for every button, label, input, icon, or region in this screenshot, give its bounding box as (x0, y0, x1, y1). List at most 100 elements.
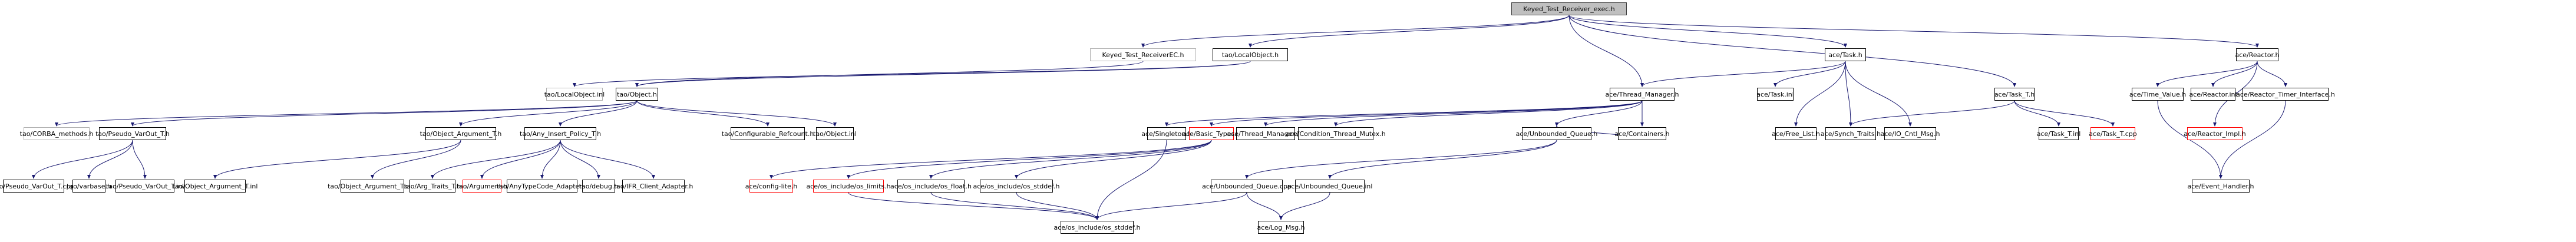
graph-edge (55, 100, 638, 127)
graph-edge (770, 140, 1212, 179)
graph-edge (1249, 15, 1570, 48)
graph-node[interactable]: ace/Reactor_Impl.h (2184, 127, 2246, 140)
graph-node[interactable]: Keyed_Test_Receiver_exec.h (1511, 2, 1627, 15)
graph-node[interactable]: ace/Basic_Types.h (1182, 127, 1241, 140)
graph-edge (1774, 61, 1846, 87)
graph-edge (635, 61, 1251, 87)
graph-edge (635, 61, 1144, 87)
graph-edge (1568, 15, 1644, 87)
graph-edge (636, 100, 770, 127)
graph-node[interactable]: ace/Thread_Manager.h (1606, 88, 1679, 101)
graph-node[interactable]: ace/Reactor_Timer_Interface.h (2236, 88, 2335, 101)
graph-edge (1849, 100, 2015, 127)
graph-node[interactable]: tao/CORBA_methods.h (20, 127, 93, 140)
graph-node[interactable]: tao/varbase.h (67, 180, 111, 193)
graph-edge (560, 140, 655, 179)
graph-edge (1794, 61, 1846, 127)
graph-node[interactable]: tao/Object_Argument_T.inl (173, 180, 257, 193)
graph-edge (1555, 100, 1643, 127)
graph-node[interactable]: ace/Task_T.inl (2037, 127, 2080, 140)
graph-node[interactable]: ace/Task_T.cpp (2089, 127, 2137, 140)
graph-edge (213, 140, 461, 179)
graph-node[interactable]: tao/Object_Argument_T.h (420, 127, 501, 140)
graph-node[interactable]: tao/debug.h (579, 180, 618, 193)
graph-edge (1245, 140, 1557, 179)
graph-edge (2211, 61, 2258, 87)
graph-node[interactable]: ace/IO_Cntl_Msg.h (1881, 127, 1940, 140)
graph-edge (1095, 140, 1167, 220)
graph-node[interactable]: tao/IFR_Client_Adapter.h (614, 180, 693, 193)
graph-edge (459, 100, 638, 127)
graph-node[interactable]: ace/os_include/os_limits.h (806, 180, 891, 193)
graph-edge (636, 100, 837, 127)
graph-node[interactable]: Keyed_Test_ReceiverEC.h (1090, 48, 1196, 61)
graph-node[interactable]: ace/Log_Msg.h (1257, 221, 1305, 234)
graph-node[interactable]: tao/Any_Insert_Policy_T.h (520, 127, 601, 140)
graph-edge (32, 140, 133, 179)
graph-node[interactable]: ace/Unbounded_Queue.cpp (1202, 180, 1292, 193)
graph-node[interactable]: ace/os_include/os_stddef.h (1053, 221, 1141, 234)
graph-edge (2014, 100, 2060, 127)
graph-edge (1568, 15, 2016, 87)
graph-edge (2219, 100, 2286, 179)
graph-edge (371, 140, 461, 179)
graph-edge (1210, 100, 1643, 127)
graph-edge (1568, 15, 1847, 48)
graph-edge (1640, 61, 1846, 87)
graph-edge (1264, 100, 1643, 127)
graph-edge (1016, 192, 1099, 220)
graph-edge (1246, 192, 1283, 220)
graph-edge (1845, 61, 1912, 127)
graph-node[interactable]: tao/Pseudo_VarOut_T.cpp (0, 180, 74, 193)
graph-edge (87, 140, 133, 179)
graph-node[interactable]: tao/Pseudo_VarOut_T.inl (106, 180, 184, 193)
graph-edge (930, 192, 1099, 220)
graph-edge (559, 100, 638, 127)
graph-edge (2257, 61, 2287, 87)
graph-node[interactable]: ace/Unbounded_Queue.h (1516, 127, 1597, 140)
graph-node[interactable]: ace/Synch_Traits.h (1821, 127, 1881, 140)
graph-edge (1328, 140, 1557, 179)
graph-node[interactable]: tao/Configurable_Refcount.h (722, 127, 814, 140)
graph-edge (847, 140, 1212, 179)
graph-edge (131, 100, 638, 127)
graph-node[interactable]: ace/Event_Handler.h (2187, 180, 2254, 193)
graph-edge (848, 192, 1099, 220)
graph-edge (2213, 61, 2258, 127)
graph-edge (573, 61, 1251, 87)
graph-edge (1015, 140, 1212, 179)
graph-node[interactable]: ace/Unbounded_Queue.inl (1287, 180, 1372, 193)
graph-node[interactable]: ace/os_include/os_stddef.h (973, 180, 1060, 193)
graph-node[interactable]: ace/Task_T.h (1994, 88, 2035, 101)
graph-node[interactable]: ace/os_include/os_float.h (890, 180, 972, 193)
graph-node[interactable]: ace/config-lite.h (745, 180, 797, 193)
graph-node[interactable]: ace/Thread_Manager.inl (1227, 127, 1304, 140)
graph-node[interactable]: tao/AnyTypeCode_Adapter.h (497, 180, 587, 193)
graph-node[interactable]: tao/Object_Argument_T.cpp (328, 180, 417, 193)
graph-edge (1568, 15, 2259, 48)
graph-node[interactable]: tao/Argument.h (457, 180, 507, 193)
graph-edge (560, 140, 600, 179)
graph-edge (2156, 61, 2258, 87)
graph-node[interactable]: tao/LocalObject.inl (544, 88, 605, 101)
graph-node[interactable]: ace/Reactor.h (2235, 48, 2280, 61)
graph-node[interactable]: ace/Singleton.h (1141, 127, 1192, 140)
graph-node[interactable]: tao/LocalObject.h (1213, 48, 1288, 61)
graph-node[interactable]: tao/Object.inl (813, 127, 857, 140)
graph-node[interactable]: ace/Time_Value.h (2129, 88, 2186, 101)
graph-node[interactable]: ace/Reactor.inl (2189, 88, 2237, 101)
graph-edge (132, 140, 147, 179)
graph-node[interactable]: ace/Condition_Thread_Mutex.h (1286, 127, 1386, 140)
graph-node[interactable]: ace/Task.h (1825, 48, 1866, 61)
graph-node[interactable]: tao/Pseudo_VarOut_T.h (95, 127, 170, 140)
graph-node[interactable]: tao/Object.h (616, 88, 658, 101)
graph-node[interactable]: tao/Arg_Traits_T.h (404, 180, 461, 193)
graph-edge (480, 140, 561, 179)
graph-edge (2014, 100, 2115, 127)
graph-node[interactable]: ace/Free_List.h (1772, 127, 1820, 140)
graph-node[interactable]: ace/Containers.h (1614, 127, 1670, 140)
graph-node[interactable]: ace/Task.inl (1756, 88, 1794, 101)
graph-edge (1334, 100, 1643, 127)
